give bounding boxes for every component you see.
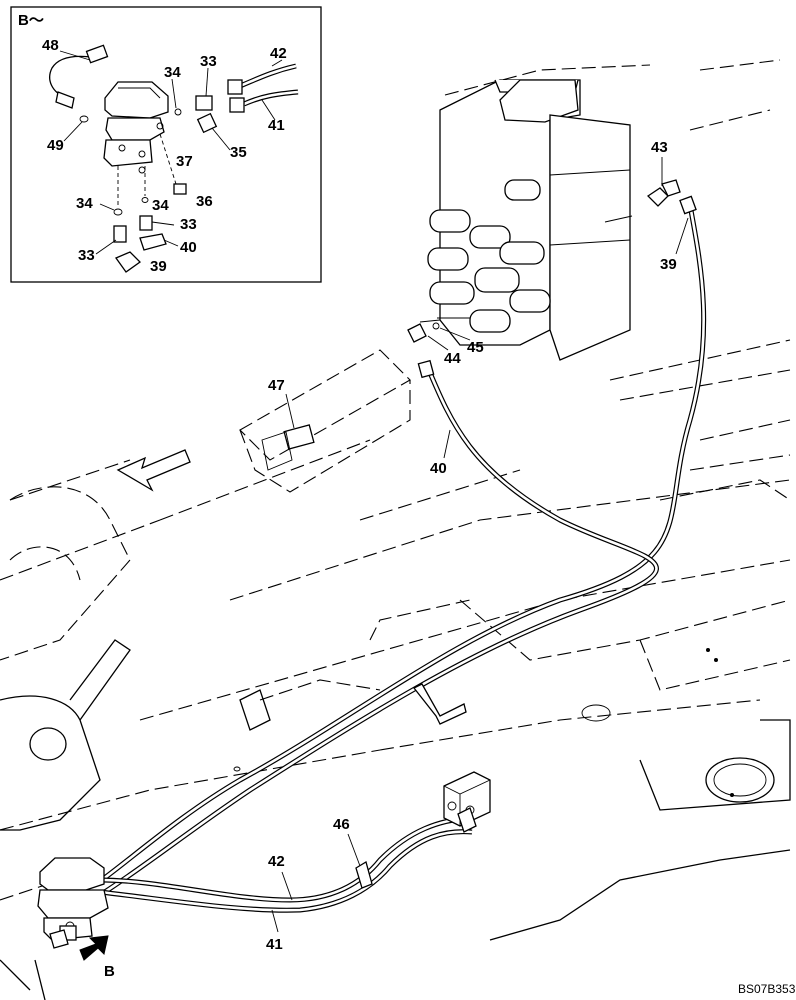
- o-ring-34-mid: [141, 197, 149, 203]
- detail-label-48: 48: [42, 37, 59, 54]
- fitting-33-top: [195, 95, 213, 111]
- hose-end-40: [417, 359, 435, 379]
- detail-label-35: 35: [230, 144, 247, 161]
- boom-bracket: [0, 639, 271, 831]
- label-46: 46: [333, 816, 350, 833]
- drawing-code: BS07B353: [738, 982, 796, 996]
- label-41: 41: [266, 936, 283, 953]
- hose-end-40-detail: [139, 233, 167, 251]
- o-ring-34-top: [174, 108, 182, 116]
- valve-spools: [427, 179, 551, 333]
- o-ring-34-left: [113, 208, 123, 216]
- detail-label-39: 39: [150, 258, 167, 275]
- view-b-arrow: [79, 935, 109, 961]
- detail-label-37: 37: [176, 153, 193, 170]
- hose-end-39: [679, 195, 697, 215]
- o-ring-37: [138, 166, 146, 174]
- detail-label-33c: 33: [78, 247, 95, 264]
- electrical-box: [239, 349, 411, 493]
- elbow-39-detail: [115, 251, 142, 273]
- detail-label-40: 40: [180, 239, 197, 256]
- connector-48: [85, 44, 109, 64]
- upper-structure-outline: [0, 339, 791, 1000]
- detail-view-b: B～: [10, 6, 322, 283]
- label-42: 42: [268, 853, 285, 870]
- band-46: [355, 861, 373, 889]
- fitting-33-left: [113, 225, 127, 243]
- detail-frame: [10, 6, 322, 283]
- fitting-33-right: [139, 215, 153, 231]
- fitting-35: [196, 112, 218, 134]
- wire-48: [49, 55, 99, 99]
- view-b-label: B: [104, 963, 115, 980]
- label-47: 47: [268, 377, 285, 394]
- plug-48: [55, 91, 75, 109]
- solenoid-valve-main: [37, 857, 109, 949]
- detail-title: B～: [18, 12, 44, 29]
- label-43: 43: [651, 139, 668, 156]
- front-direction-arrow: [116, 449, 191, 492]
- detail-label-41: 41: [268, 117, 285, 134]
- detail-label-34c: 34: [76, 195, 93, 212]
- label-39: 39: [660, 256, 677, 273]
- label-40: 40: [430, 460, 447, 477]
- detail-label-34a: 34: [164, 64, 181, 81]
- plug-36: [173, 183, 187, 195]
- label-44: 44: [444, 350, 461, 367]
- detail-label-36: 36: [196, 193, 213, 210]
- detail-label-34b: 34: [152, 197, 169, 214]
- hose-end-42: [227, 79, 243, 95]
- detail-label-49: 49: [47, 137, 64, 154]
- fitting-44: [407, 323, 427, 343]
- detail-label-33a: 33: [200, 53, 217, 70]
- detail-label-33b: 33: [180, 216, 197, 233]
- port-block: [443, 771, 491, 833]
- label-45: 45: [467, 339, 484, 356]
- o-ring-45: [432, 322, 440, 330]
- solenoid-valve-detail: [103, 81, 169, 167]
- elbow-43: [661, 179, 681, 197]
- hose-clamp-bracket: [412, 683, 467, 725]
- o-ring-49: [79, 115, 89, 123]
- detail-label-42: 42: [270, 45, 287, 62]
- switch-47: [283, 424, 315, 450]
- control-valve: [419, 59, 781, 361]
- hose-end-41: [229, 97, 245, 113]
